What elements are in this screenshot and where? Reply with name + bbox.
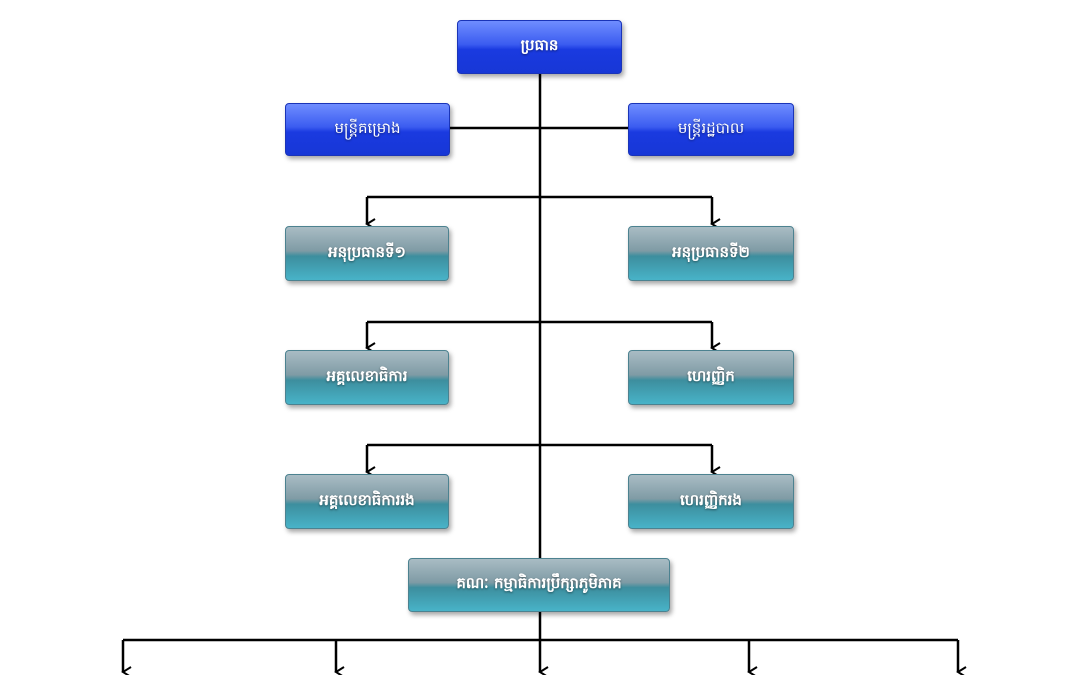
project-officer-box: មន្ត្រីគម្រោង (285, 103, 450, 156)
treasurer-box: ហេរញ្ញិក (628, 350, 794, 405)
vice-chairman-2-label: អនុប្រធានទី២ (672, 242, 750, 261)
secretary-box: អគ្គលេខាធិការ (285, 350, 449, 405)
admin-officer-box: មន្ត្រីរដ្ឋបាល (628, 103, 794, 156)
committee-box: គណៈ កម្មាធិការប្រឹក្សាភូមិភាគ (408, 558, 670, 612)
admin-officer-label: មន្ត្រីរដ្ឋបាល (677, 118, 745, 137)
deputy-secretary-box: អគ្គលេខាធិការរង (285, 474, 449, 529)
project-officer-label: មន្ត្រីគម្រោង (334, 118, 401, 137)
secretary-label: អគ្គលេខាធិការ (326, 366, 408, 385)
chairman-label: ប្រធាន (520, 36, 559, 54)
committee-label: គណៈ កម្មាធិការប្រឹក្សាភូមិភាគ (456, 574, 622, 592)
vice-chairman-1-label: អនុប្រធានទី១ (328, 242, 406, 261)
treasurer-label: ហេរញ្ញិក (687, 366, 735, 385)
deputy-secretary-label: អគ្គលេខាធិការរង (319, 490, 415, 509)
deputy-treasurer-box: ហេរញ្ញិករង (628, 474, 794, 529)
deputy-treasurer-label: ហេរញ្ញិករង (680, 490, 742, 509)
vice-chairman-1-box: អនុប្រធានទី១ (285, 226, 449, 281)
vice-chairman-2-box: អនុប្រធានទី២ (628, 226, 794, 281)
chairman-box: ប្រធាន (457, 20, 622, 74)
